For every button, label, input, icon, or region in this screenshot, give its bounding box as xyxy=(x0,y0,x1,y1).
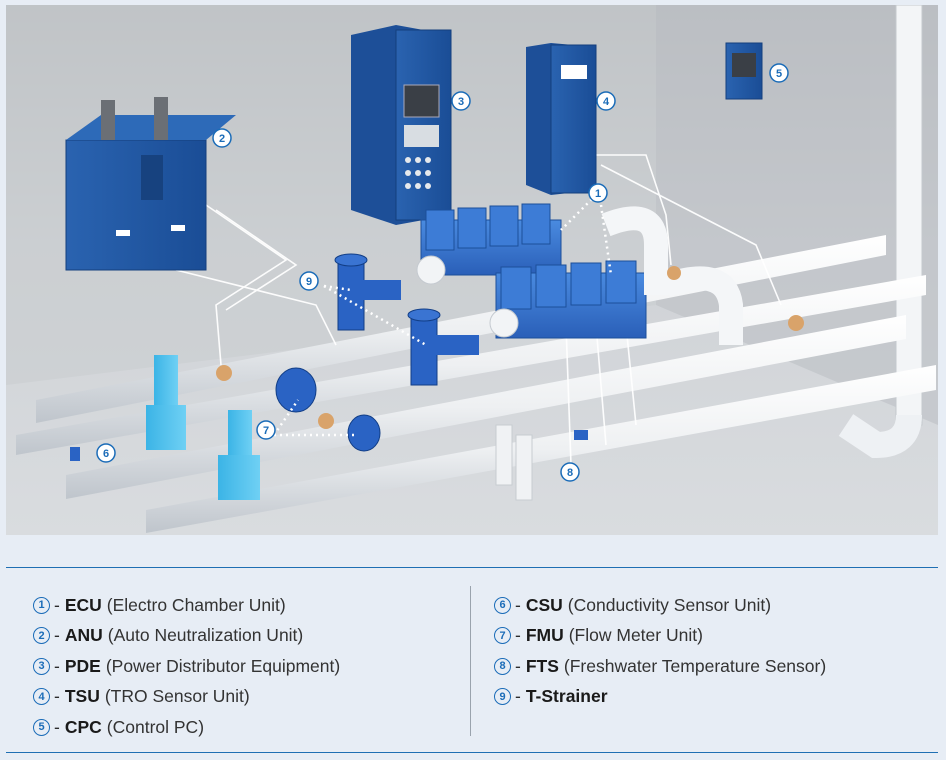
svg-text:9: 9 xyxy=(306,276,312,288)
legend-separator: - xyxy=(515,594,521,615)
legend-separator: - xyxy=(515,655,521,676)
callout-7: 7 xyxy=(256,420,276,440)
legend-separator: - xyxy=(54,716,60,737)
legend-item: 4 - TSU (TRO Sensor Unit) xyxy=(33,682,340,713)
legend-item: 5 - CPC (Control PC) xyxy=(33,712,340,743)
svg-text:4: 4 xyxy=(603,96,610,108)
legend-abbr: FMU xyxy=(525,625,564,646)
legend-separator: - xyxy=(54,594,60,615)
flow-meters xyxy=(275,367,381,452)
legend-abbr: ECU xyxy=(64,594,102,615)
legend-separator: - xyxy=(515,625,521,646)
legend-desc: (Flow Meter Unit) xyxy=(568,625,703,646)
legend-column-right: 6 - CSU (Conductivity Sensor Unit) 7 - F… xyxy=(494,590,826,712)
tsu-cabinet xyxy=(526,43,597,195)
legend-abbr: FTS xyxy=(525,655,559,676)
legend-number: 2 xyxy=(33,627,50,645)
ecu-cells xyxy=(416,203,647,339)
loop-pipe-a xyxy=(601,206,668,295)
legend-desc: (Freshwater Temperature Sensor) xyxy=(563,655,827,676)
anu-unit xyxy=(65,97,236,271)
legend-divider xyxy=(470,586,471,736)
legend-number: 4 xyxy=(33,688,50,706)
legend-desc: (Auto Neutralization Unit) xyxy=(107,625,304,646)
callout-3: 3 xyxy=(451,91,471,111)
legend-item: 7 - FMU (Flow Meter Unit) xyxy=(494,621,826,652)
callout-6: 6 xyxy=(96,443,116,463)
callout-5: 5 xyxy=(769,63,789,83)
legend-desc: (Electro Chamber Unit) xyxy=(106,594,286,615)
loop-pipe-b xyxy=(662,266,743,345)
legend-separator: - xyxy=(54,686,60,707)
svg-text:8: 8 xyxy=(567,467,573,479)
system-diagram: 1 2 3 4 5 6 7 8 9 xyxy=(6,5,938,535)
legend-desc: (TRO Sensor Unit) xyxy=(104,686,250,707)
legend: 1 - ECU (Electro Chamber Unit) 2 - ANU (… xyxy=(6,567,938,753)
svg-text:7: 7 xyxy=(263,425,269,437)
t-strainers xyxy=(334,253,479,386)
legend-number: 9 xyxy=(494,688,511,706)
legend-abbr: TSU xyxy=(64,686,100,707)
fts-sensor xyxy=(574,430,588,440)
pumps xyxy=(146,355,260,500)
svg-text:2: 2 xyxy=(219,133,225,145)
vertical-pipe xyxy=(895,5,923,426)
legend-column-left: 1 - ECU (Electro Chamber Unit) 2 - ANU (… xyxy=(33,590,340,743)
legend-desc: (Power Distributor Equipment) xyxy=(105,655,341,676)
legend-number: 3 xyxy=(33,657,50,675)
legend-item: 9 - T-Strainer xyxy=(494,682,826,713)
legend-number: 7 xyxy=(494,627,511,645)
leader-lines xyxy=(272,194,613,437)
cpc-panel xyxy=(725,42,763,100)
callout-8: 8 xyxy=(560,462,580,482)
legend-abbr: CSU xyxy=(525,594,563,615)
legend-separator: - xyxy=(515,686,521,707)
callout-4: 4 xyxy=(596,91,616,111)
legend-number: 5 xyxy=(33,718,50,736)
svg-text:1: 1 xyxy=(595,188,601,200)
legend-desc: (Control PC) xyxy=(106,716,205,737)
csu-sensor xyxy=(70,447,80,461)
legend-item: 8 - FTS (Freshwater Temperature Sensor) xyxy=(494,651,826,682)
legend-item: 1 - ECU (Electro Chamber Unit) xyxy=(33,590,340,621)
pipe-elbow xyxy=(838,414,922,459)
legend-number: 8 xyxy=(494,657,511,675)
back-wall xyxy=(6,5,656,385)
callout-2: 2 xyxy=(212,128,232,148)
legend-item: 6 - CSU (Conductivity Sensor Unit) xyxy=(494,590,826,621)
cable-lines xyxy=(175,154,782,466)
legend-abbr: PDE xyxy=(64,655,101,676)
callout-9: 9 xyxy=(299,271,319,291)
valves xyxy=(216,266,804,429)
legend-separator: - xyxy=(54,655,60,676)
callout-1: 1 xyxy=(588,183,608,203)
legend-abbr: ANU xyxy=(64,625,103,646)
svg-text:3: 3 xyxy=(458,96,464,108)
legend-item: 3 - PDE (Power Distributor Equipment) xyxy=(33,651,340,682)
legend-desc: (Conductivity Sensor Unit) xyxy=(567,594,772,615)
legend-number: 1 xyxy=(33,596,50,614)
pde-cabinet xyxy=(351,25,452,225)
legend-separator: - xyxy=(54,625,60,646)
svg-text:6: 6 xyxy=(103,448,109,460)
legend-abbr: CPC xyxy=(64,716,102,737)
legend-abbr: T-Strainer xyxy=(525,686,608,707)
svg-text:5: 5 xyxy=(776,68,782,80)
legend-number: 6 xyxy=(494,596,511,614)
legend-item: 2 - ANU (Auto Neutralization Unit) xyxy=(33,621,340,652)
